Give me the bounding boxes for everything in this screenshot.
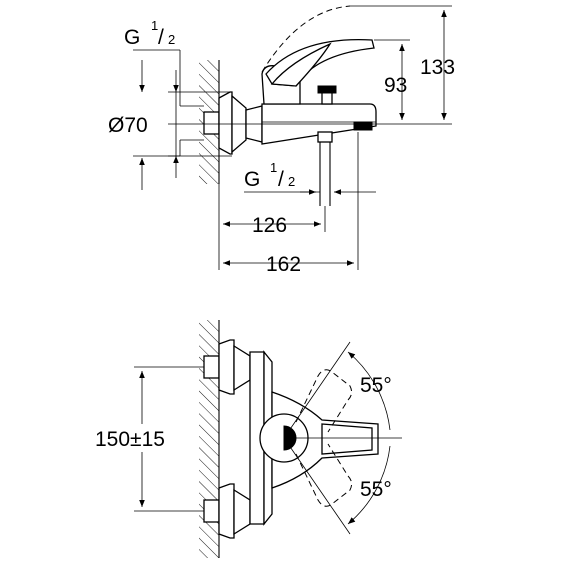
dim-depth-162: 162 xyxy=(223,253,354,276)
depth-total-label: 162 xyxy=(266,253,301,276)
lower-connector-plan xyxy=(203,483,251,539)
side-view: G 1 / 2 Ø70 93 133 xyxy=(108,5,455,276)
inlet-thread-frac-num: 1 xyxy=(151,18,158,33)
dim-outlet-thread: G 1 / 2 xyxy=(244,160,376,195)
lever-swing-arc xyxy=(261,5,351,73)
dim-rosette-diameter: Ø70 xyxy=(108,70,232,178)
angle-down-label: 55° xyxy=(360,478,392,501)
dim-inlet-thread: G 1 / 2 xyxy=(124,18,204,190)
diameter-label: Ø70 xyxy=(108,114,148,137)
outlet-thread-g-label: G xyxy=(244,168,260,191)
height-outlet-label: 93 xyxy=(384,74,407,97)
svg-text:/: / xyxy=(158,26,164,49)
dim-depth-126: 126 xyxy=(223,214,321,237)
svg-text:/: / xyxy=(278,168,284,191)
dim-spacing: 150±15 xyxy=(95,366,204,512)
plan-view: 55° 55° 150±15 xyxy=(95,320,402,558)
outlet-thread-frac-num: 1 xyxy=(270,160,277,175)
depth-spout-label: 126 xyxy=(252,214,287,237)
lever-handle-side xyxy=(261,38,375,105)
dim-height-133: 133 xyxy=(350,5,455,120)
angle-up-label: 55° xyxy=(360,374,392,397)
upper-connector-plan xyxy=(203,339,251,395)
inlet-thread-g-label: G xyxy=(124,26,140,49)
outlet-thread-frac-den: 2 xyxy=(288,174,295,189)
height-total-label: 133 xyxy=(420,56,455,79)
spacing-label: 150±15 xyxy=(95,428,165,451)
lever-swing-ghosts xyxy=(295,369,353,507)
dim-height-93: 93 xyxy=(374,39,410,120)
inlet-thread-frac-den: 2 xyxy=(168,32,175,47)
